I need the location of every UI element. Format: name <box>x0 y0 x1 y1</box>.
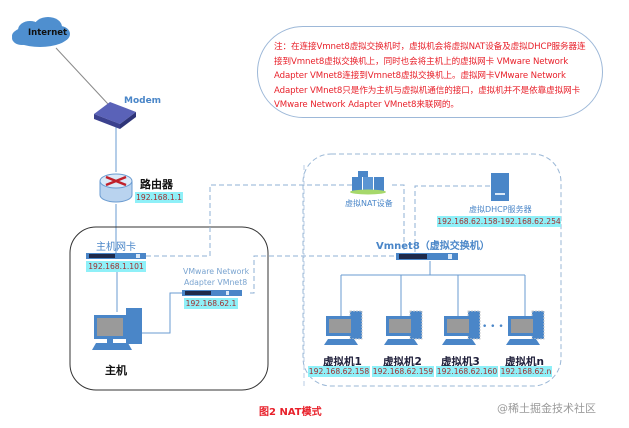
host-nic-label: 主机网卡 <box>96 242 136 253</box>
dhcp-ip-range: 192.168.62.158-192.168.62.254 <box>437 216 561 227</box>
vmnet8-switch-label: Vmnet8（虚拟交换机） <box>376 241 490 252</box>
nat-device-icon <box>350 171 386 195</box>
host-boundary <box>69 226 269 391</box>
vm2-computer-icon <box>384 310 423 345</box>
vm3-label: 虚拟机3 <box>441 356 480 368</box>
note-callout: 注：在连接Vmnet8虚拟交换机时，虚拟机会将虚拟NAT设备及虚拟DHCP服务器… <box>257 26 603 118</box>
vm1-computer-icon <box>324 310 363 345</box>
vm-ellipsis: • • • <box>482 322 504 332</box>
vmn-label: 虚拟机n <box>505 356 544 368</box>
host-label: 主机 <box>105 364 127 377</box>
vmnet8-switch-icon <box>396 253 458 260</box>
router-icon <box>99 173 133 203</box>
vmnet8-adapter-label-1: VMware Network <box>183 267 250 276</box>
watermark: @稀土掘金技术社区 <box>497 402 596 415</box>
vmnet8-adapter-icon <box>182 290 242 296</box>
internet-label: Internet <box>28 28 68 38</box>
modem-icon <box>94 102 136 129</box>
vm3-computer-icon <box>442 310 481 345</box>
vm3-ip: 192.168.62.160 <box>436 366 498 377</box>
vmn-computer-icon <box>506 310 545 345</box>
dashed-link-dhcp-switch <box>414 185 490 256</box>
host-nic-ip: 192.168.1.101 <box>86 261 146 272</box>
dhcp-server-icon <box>491 173 509 201</box>
host-computer-icon <box>92 308 142 350</box>
vm1-ip: 192.168.62.158 <box>308 366 370 377</box>
vmnet8-adapter-label-2: Adapter VMnet8 <box>184 278 248 287</box>
figure-caption: 图2 NAT模式 <box>259 407 322 418</box>
dashed-link-hostnic-nat <box>146 184 354 257</box>
link-host-vmnet8-adapter <box>142 292 182 334</box>
vmnet8-adapter-ip: 192.168.62.1 <box>184 298 238 309</box>
link-internet-modem <box>55 47 109 105</box>
dashed-link-nat-switch <box>392 184 405 256</box>
vm2-ip: 192.168.62.159 <box>372 366 434 377</box>
host-nic-icon <box>86 253 146 259</box>
dhcp-server-label: 虚拟DHCP服务器 <box>469 205 532 214</box>
vm1-label: 虚拟机1 <box>323 356 362 368</box>
virtual-network-boundary <box>302 153 562 387</box>
vm2-label: 虚拟机2 <box>383 356 422 368</box>
dashed-link-adapter-switch <box>250 255 396 294</box>
vmn-ip: 192.168.62.n <box>500 366 552 377</box>
nat-device-label: 虚拟NAT设备 <box>345 199 393 208</box>
router-ip: 192.168.1.1 <box>135 192 183 203</box>
router-label: 路由器 <box>140 178 173 191</box>
modem-label: Modem <box>124 96 162 106</box>
internet-cloud-icon <box>12 17 70 47</box>
